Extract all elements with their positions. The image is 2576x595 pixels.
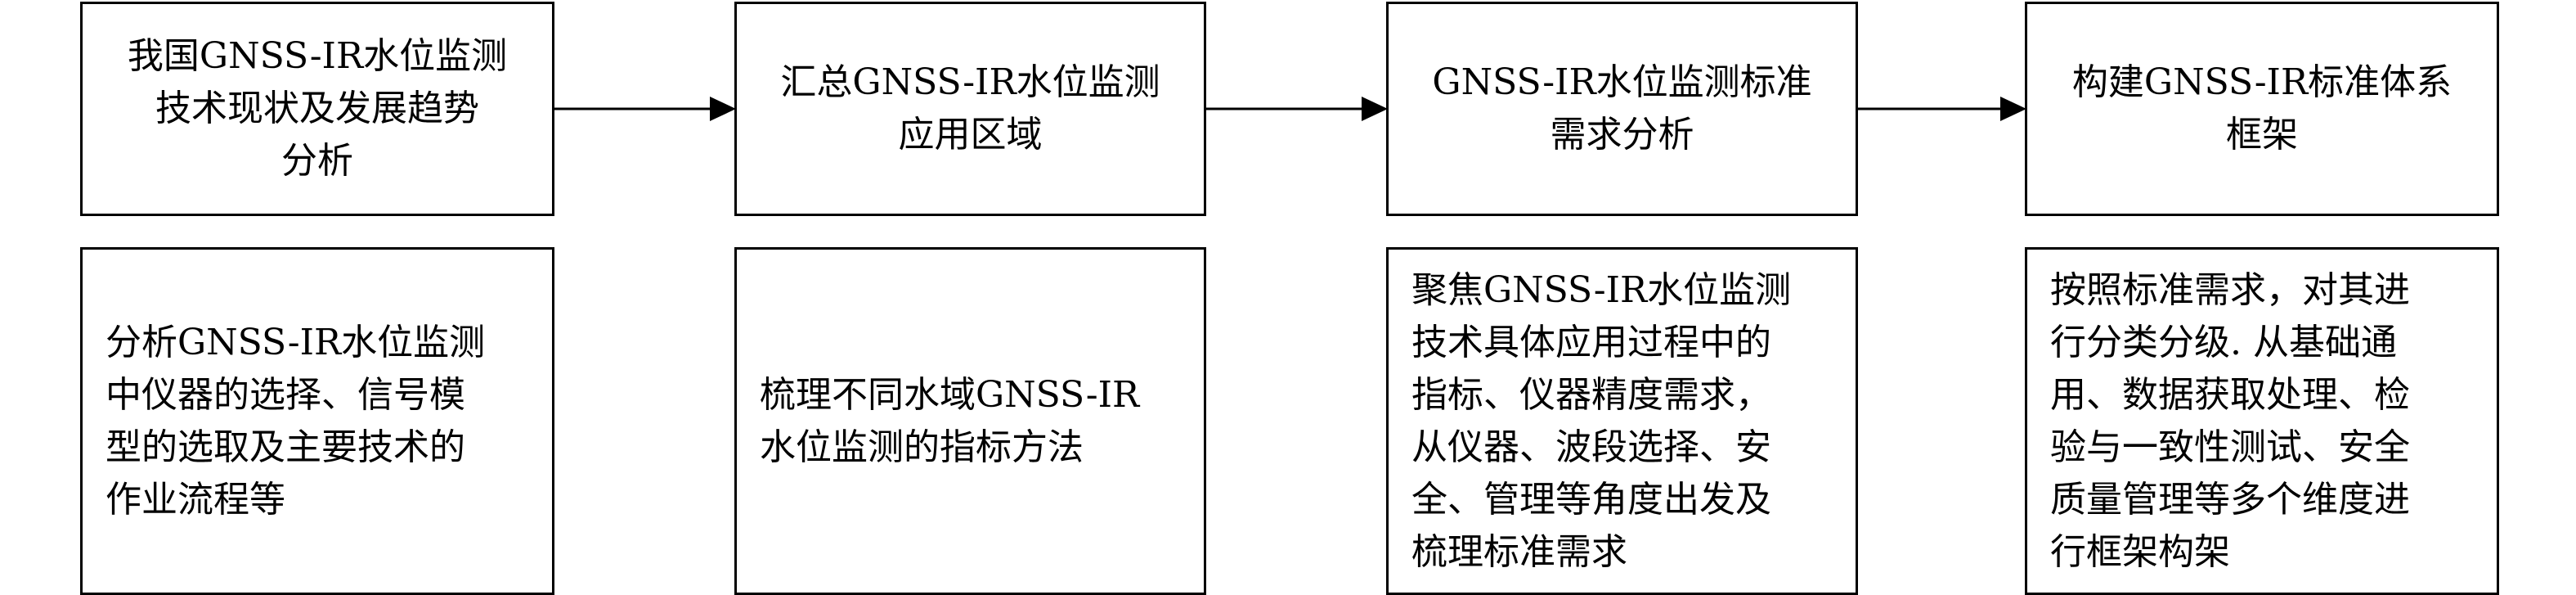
detail-box-1: 分析GNSS-IR水位监测 中仪器的选择、信号模 型的选取及主要技术的 作业流程… [80,247,554,595]
detail-text-1: 分析GNSS-IR水位监测 中仪器的选择、信号模 型的选取及主要技术的 作业流程… [105,321,486,521]
step-box-3: GNSS-IR水位监测标准 需求分析 [1386,2,1858,216]
arrow-3-to-4 [1858,97,2026,121]
detail-text-2: 梳理不同水域GNSS-IR 水位监测的指标方法 [760,373,1140,468]
step-label-4: 构建GNSS-IR标准体系 框架 [2071,61,2453,156]
detail-text-4: 按照标准需求，对其进 行分类分级. 从基础通 用、数据获取处理、检 验与一致性测… [2050,268,2410,573]
arrow-1-to-2 [554,97,736,121]
step-box-4: 构建GNSS-IR标准体系 框架 [2025,2,2499,216]
step-box-1: 我国GNSS-IR水位监测 技术现状及发展趋势 分析 [80,2,554,216]
step-label-3: GNSS-IR水位监测标准 需求分析 [1432,61,1812,156]
step-label-2: 汇总GNSS-IR水位监测 应用区域 [780,61,1160,156]
detail-box-4: 按照标准需求，对其进 行分类分级. 从基础通 用、数据获取处理、检 验与一致性测… [2025,247,2499,595]
detail-box-3: 聚焦GNSS-IR水位监测 技术具体应用过程中的 指标、仪器精度需求， 从仪器、… [1386,247,1858,595]
detail-text-3: 聚焦GNSS-IR水位监测 技术具体应用过程中的 指标、仪器精度需求， 从仪器、… [1411,268,1792,573]
step-label-1: 我国GNSS-IR水位监测 技术现状及发展趋势 分析 [127,35,508,182]
detail-box-2: 梳理不同水域GNSS-IR 水位监测的指标方法 [734,247,1206,595]
step-box-2: 汇总GNSS-IR水位监测 应用区域 [734,2,1206,216]
arrow-2-to-3 [1206,97,1388,121]
